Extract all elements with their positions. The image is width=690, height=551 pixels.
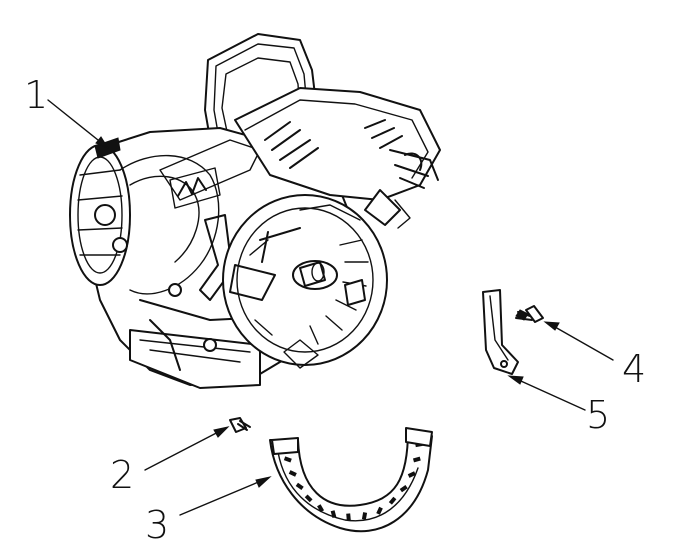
part-5-bracket xyxy=(482,289,519,375)
part-3-guard-band xyxy=(269,427,433,533)
callout-5: 5 xyxy=(586,393,610,437)
part-4-screw xyxy=(515,305,544,323)
callout-labels: 1 2 3 4 5 xyxy=(24,73,646,547)
engine-assembly xyxy=(69,33,441,389)
callout-2: 2 xyxy=(110,453,134,497)
callout-1: 1 xyxy=(24,73,48,117)
callout-3: 3 xyxy=(145,503,169,547)
leader-lines xyxy=(47,99,614,516)
part-2-bolt xyxy=(229,417,251,433)
callout-4: 4 xyxy=(622,347,646,391)
